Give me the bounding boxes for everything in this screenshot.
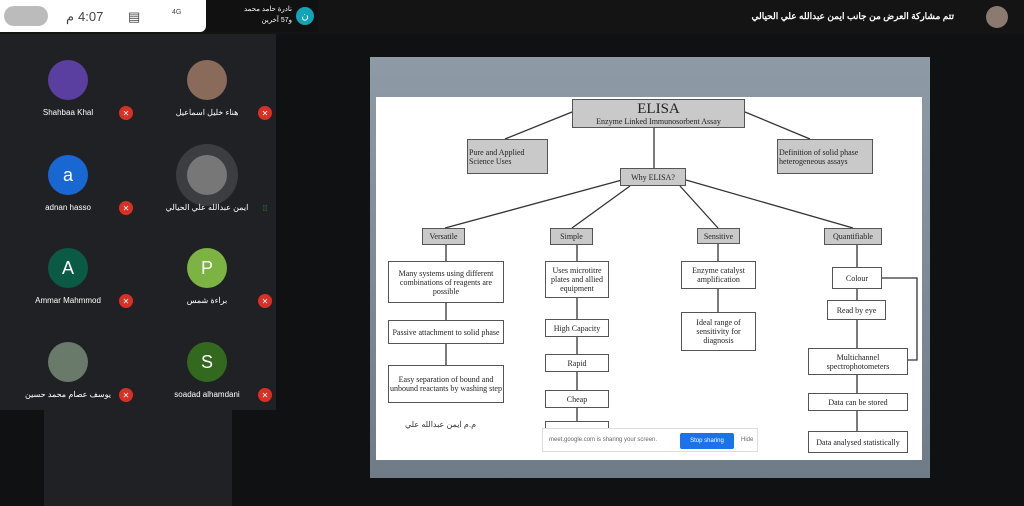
slide-title: ELISA bbox=[637, 100, 680, 117]
signal-icon: 4G bbox=[172, 9, 182, 16]
participant-tile-hala[interactable] bbox=[44, 410, 232, 506]
participant-name: Shahbaa Khal bbox=[42, 108, 94, 117]
participant-name: براءة شمس bbox=[186, 296, 228, 305]
stop-sharing-button[interactable]: Stop sharing bbox=[680, 433, 734, 449]
participants-panel bbox=[0, 34, 276, 410]
diagram-box-s3: Rapid bbox=[545, 354, 609, 372]
join-avatar: ن bbox=[296, 7, 314, 25]
mic-muted-icon: ✕ bbox=[258, 388, 272, 402]
slide-subtitle: Enzyme Linked Immunosorbent Assay bbox=[596, 116, 721, 126]
clock: 4:07 bbox=[78, 9, 104, 24]
participant-name: يوسف عصام محمد حسين bbox=[25, 390, 111, 399]
ampm: م bbox=[66, 9, 75, 24]
diagram-box-partial bbox=[545, 421, 609, 430]
diagram-box-v2: Passive attachment to solid phase bbox=[388, 320, 504, 344]
diagram-box-definition: Definition of solid phase heterogeneous … bbox=[777, 139, 873, 174]
diagram-box-why: Why ELISA? bbox=[620, 168, 686, 186]
participant-avatar bbox=[187, 60, 227, 100]
signature: م.م ايمن عبدالله علي bbox=[405, 420, 477, 429]
joined-name: نادرة حامد محمد bbox=[243, 6, 292, 13]
diagram-box-s4: Cheap bbox=[545, 390, 609, 408]
diagram-box-q2: Read by eye bbox=[827, 300, 886, 320]
sharing-text: meet.google.com is sharing your screen. bbox=[549, 437, 658, 443]
participant-name: adnan hasso bbox=[45, 203, 91, 212]
diagram-box-sensitive: Sensitive bbox=[697, 228, 740, 244]
diagram-box-q3: Multichannel spectrophotometers bbox=[808, 348, 908, 375]
hide-button[interactable]: Hide bbox=[741, 437, 754, 443]
join-notification[interactable]: نادرة حامد محمد و57 آخرين ن bbox=[206, 0, 318, 32]
participant-name: ايمن عبدالله علي الحيالي bbox=[165, 203, 249, 212]
mic-muted-icon: ✕ bbox=[119, 106, 133, 120]
participant-name: هناء خليل اسماعيل bbox=[175, 108, 239, 117]
participant-avatar: S bbox=[187, 342, 227, 382]
diagram-box-simple: Simple bbox=[550, 228, 593, 245]
diagram-box-q5: Data analysed statistically bbox=[808, 431, 908, 453]
presenter-banner: تتم مشاركة العرض من جانب ايمن عبدالله عل… bbox=[751, 11, 954, 21]
participant-avatar bbox=[187, 155, 227, 195]
speaking-icon: ⁞⁞ bbox=[262, 203, 268, 213]
diagram-box-e1: Enzyme catalyst amplification bbox=[681, 261, 756, 289]
mic-muted-icon: ✕ bbox=[119, 201, 133, 215]
screen-icon: ▤ bbox=[128, 9, 141, 24]
diagram-box-pure: Pure and Applied Science Uses bbox=[467, 139, 548, 174]
diagram-box-versatile: Versatile bbox=[422, 228, 465, 245]
presenter-avatar bbox=[986, 6, 1008, 28]
diagram-box-quantifiable: Quantifiable bbox=[824, 228, 882, 245]
diagram-box-e2: Ideal range of sensitivity for diagnosis bbox=[681, 312, 756, 351]
avatar-stack bbox=[4, 6, 48, 26]
participant-avatar bbox=[48, 60, 88, 100]
participant-avatar bbox=[48, 342, 88, 382]
participant-name: Ammar Mahmmod bbox=[35, 296, 101, 305]
participant-name: soadad alhamdani bbox=[174, 390, 240, 399]
others-count: و57 آخرين bbox=[261, 17, 292, 24]
sharing-bar: meet.google.com is sharing your screen. … bbox=[542, 428, 758, 452]
mic-muted-icon: ✕ bbox=[258, 106, 272, 120]
mic-muted-icon: ✕ bbox=[119, 294, 133, 308]
mic-muted-icon: ✕ bbox=[119, 388, 133, 402]
diagram-box-s1: Uses microtitre plates and allied equipm… bbox=[545, 261, 609, 298]
diagram-box-v3: Easy separation of bound and unbound rea… bbox=[388, 365, 504, 403]
mic-muted-icon: ✕ bbox=[258, 294, 272, 308]
participant-avatar: P bbox=[187, 248, 227, 288]
status-bar: م 4:07 ▤ 4G bbox=[0, 0, 206, 32]
diagram-box-q1: Colour bbox=[832, 267, 882, 289]
participant-avatar: a bbox=[48, 155, 88, 195]
diagram-box-v1: Many systems using different combination… bbox=[388, 261, 504, 303]
diagram-box-q4: Data can be stored bbox=[808, 393, 908, 411]
diagram-box-s2: High Capacity bbox=[545, 319, 609, 337]
participant-avatar: A bbox=[48, 248, 88, 288]
